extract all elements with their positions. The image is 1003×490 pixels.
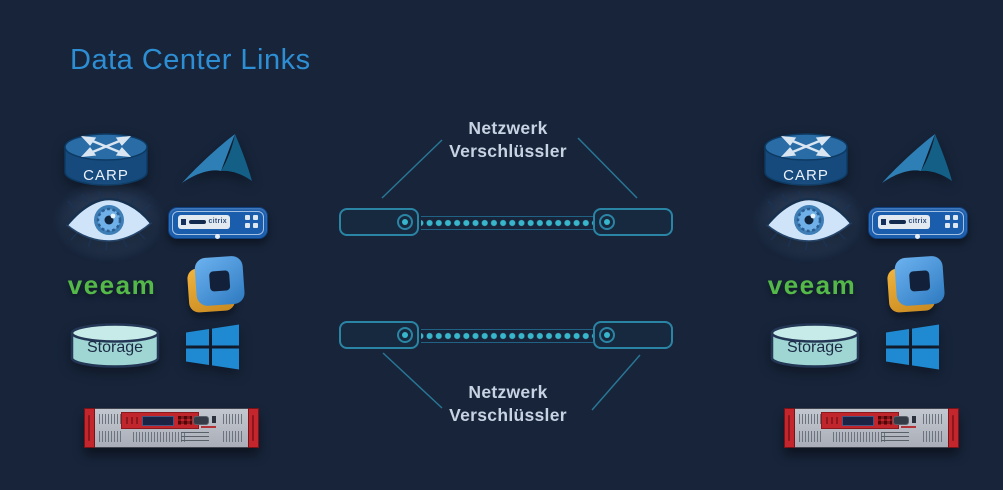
port-connector-icon [397,214,413,230]
vent-grille [799,414,821,424]
appliance-red-panel [821,412,899,429]
appliance-red-panel [121,412,199,429]
veeam-logo: veeam [60,270,164,302]
serial-port [893,416,909,425]
citrix-chip [181,219,186,225]
link-endpoint-left [339,208,419,236]
encryptor-label-line1: Netzwerk [468,118,548,138]
rack-ear-left [84,408,95,448]
vmware-center-hole [908,270,931,292]
rack-ear-left [784,408,795,448]
appliance-display [842,416,874,426]
link-endpoint-left [339,321,419,349]
vmware-center-hole [208,270,231,292]
veeam-label: veeam [67,270,157,300]
page-title: Data Center Links [70,44,311,76]
eye-icon [746,172,872,270]
vmware-icon [186,253,252,319]
citrix-ports [245,215,258,228]
carp-label: CARP [762,167,850,184]
citrix-chip [881,219,886,225]
link-endpoint-right [593,321,673,349]
vent-grille [799,431,821,442]
azure-icon [176,130,264,190]
citrix-display [189,220,206,224]
panel-buttons [178,416,192,425]
carp-router-icon: CARP [62,130,150,194]
vent-grille [133,432,185,442]
power-switch [912,416,916,423]
serial-port [193,416,209,425]
appliance-display [142,416,174,426]
storage-label: Storage [786,339,844,356]
storage-icon: Storage [68,322,162,372]
datacenter-right: CARP [746,0,1003,490]
brand-mark [901,426,916,428]
citrix-label: citrix [908,218,927,225]
citrix-display [889,220,906,224]
link-endpoint-right [593,208,673,236]
encrypted-link-dots [421,216,593,230]
citrix-label: citrix [208,218,227,225]
encryptor-appliance-icon [784,408,959,448]
carp-label: CARP [62,167,150,184]
power-switch [212,416,216,423]
port-connector-icon [599,214,615,230]
encryptor-label-line2: Verschlüssler [449,405,567,425]
panel-keys [126,417,138,424]
vent-grille [223,414,243,424]
azure-icon [876,130,964,190]
label-text-lines [881,432,909,443]
vent-grille [99,414,121,424]
windows-icon [885,322,941,374]
citrix-appliance-icon: citrix [868,207,968,239]
port-connector-icon [397,327,413,343]
vent-grille [833,432,885,442]
vent-grille [223,431,243,442]
vmware-icon [886,253,952,319]
citrix-ports [945,215,958,228]
brand-mark [201,426,216,428]
carp-router-icon: CARP [762,130,850,194]
citrix-power-led [915,234,920,239]
storage-icon: Storage [768,322,862,372]
vent-grille [923,431,943,442]
rack-ear-right [948,408,959,448]
vent-grille [99,431,121,442]
encryptor-label-bottom: Netzwerk Verschlüssler [388,381,628,427]
connector-lines [381,137,641,411]
encryptor-appliance-icon [84,408,259,448]
datacenter-left: CARP [46,0,338,490]
citrix-front-panel: citrix [178,215,230,229]
label-text-lines [181,432,209,443]
vent-grille [923,414,943,424]
rack-ear-right [248,408,259,448]
encryptor-label-line2: Verschlüssler [449,141,567,161]
storage-label: Storage [86,339,144,356]
encryptor-label-top: Netzwerk Verschlüssler [388,117,628,163]
port-connector-icon [599,327,615,343]
veeam-logo: veeam [760,270,864,302]
encryptor-label-line1: Netzwerk [468,382,548,402]
windows-icon [185,322,241,374]
veeam-label: veeam [767,270,857,300]
encrypted-link-dots [421,329,593,343]
panel-keys [826,417,838,424]
citrix-power-led [215,234,220,239]
panel-buttons [878,416,892,425]
eye-icon [46,172,172,270]
citrix-front-panel: citrix [878,215,930,229]
citrix-appliance-icon: citrix [168,207,268,239]
